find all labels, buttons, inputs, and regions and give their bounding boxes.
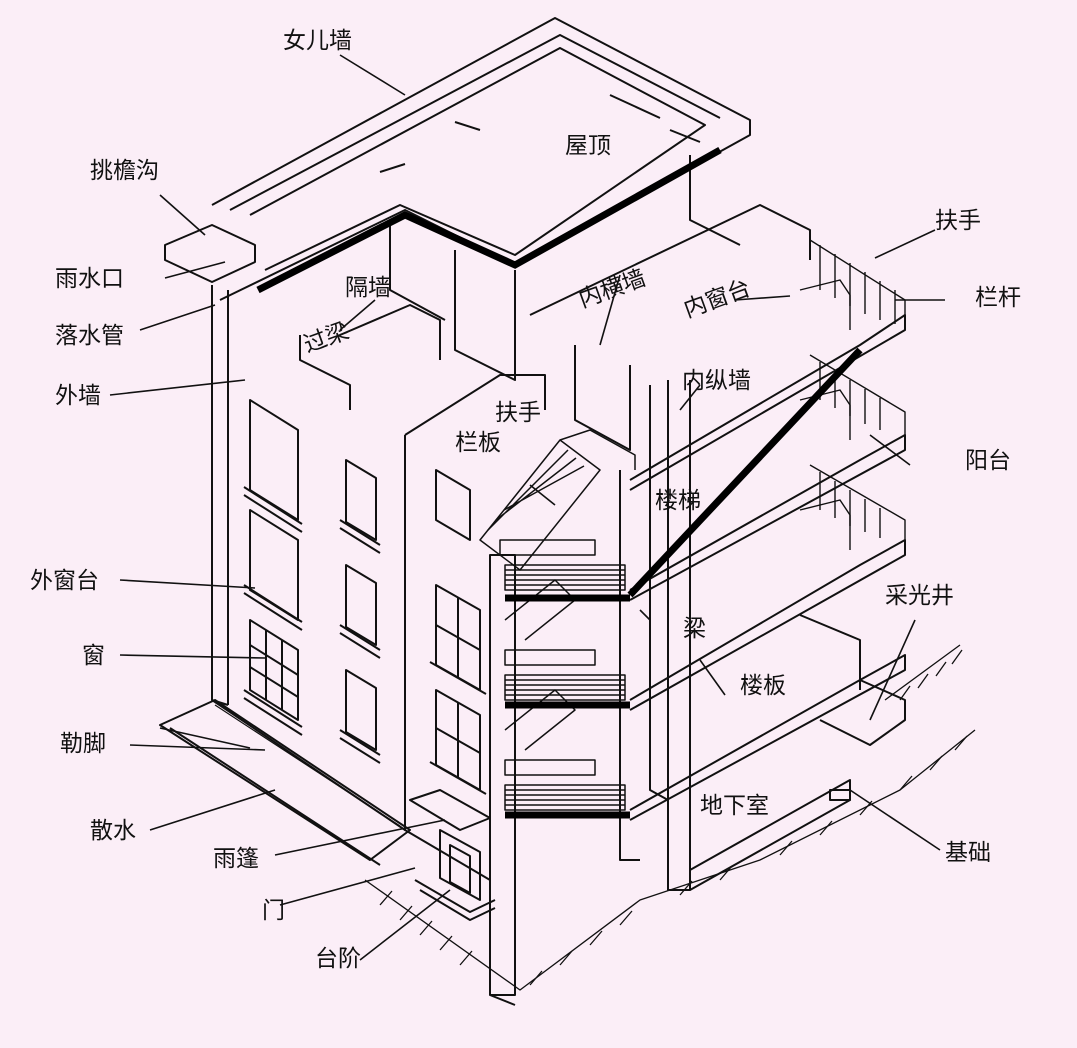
label-window: 窗 [82,643,105,669]
leader-lines [109,54,945,961]
label-staircase: 楼梯 [655,488,701,514]
ground-hatching [364,644,976,991]
label-foundation: 基础 [945,840,991,866]
label-balcony: 阳台 [965,448,1011,474]
roof [164,17,751,301]
label-exterior-sill: 外窗台 [30,568,99,594]
label-plinth: 勒脚 [60,731,106,757]
stair-column [489,554,516,1006]
staircase [479,429,636,811]
label-partition-wall: 隔墙 [345,275,391,301]
label-beam: 梁 [683,616,706,642]
label-handrail-top: 扶手 [935,208,981,234]
label-basement: 地下室 [700,793,769,819]
left-wall-windows [243,399,381,764]
label-floor-slab: 楼板 [740,673,786,699]
label-canopy: 雨篷 [213,846,259,872]
label-interior-long-wall: 内纵墙 [682,368,751,394]
label-exterior-wall: 外墙 [55,383,101,409]
label-steps: 台阶 [315,946,361,972]
label-apron: 散水 [90,818,136,844]
label-handrail-stair: 扶手 [495,400,541,426]
label-parapet: 女儿墙 [283,28,352,54]
label-light-well: 采光井 [885,583,954,609]
entrance [409,789,496,921]
label-downpipe: 落水管 [55,323,124,349]
label-door: 门 [262,898,285,924]
front-stair-wall [404,374,546,881]
label-roof: 屋顶 [565,133,611,159]
label-balustrade: 栏板 [455,430,501,456]
apron-sanshui [159,699,411,866]
beams [256,146,863,819]
label-rainwater-outlet: 雨水口 [55,266,124,292]
light-well [799,614,906,801]
label-eaves-gutter: 挑檐沟 [90,158,159,184]
label-railing: 栏杆 [975,285,1021,311]
